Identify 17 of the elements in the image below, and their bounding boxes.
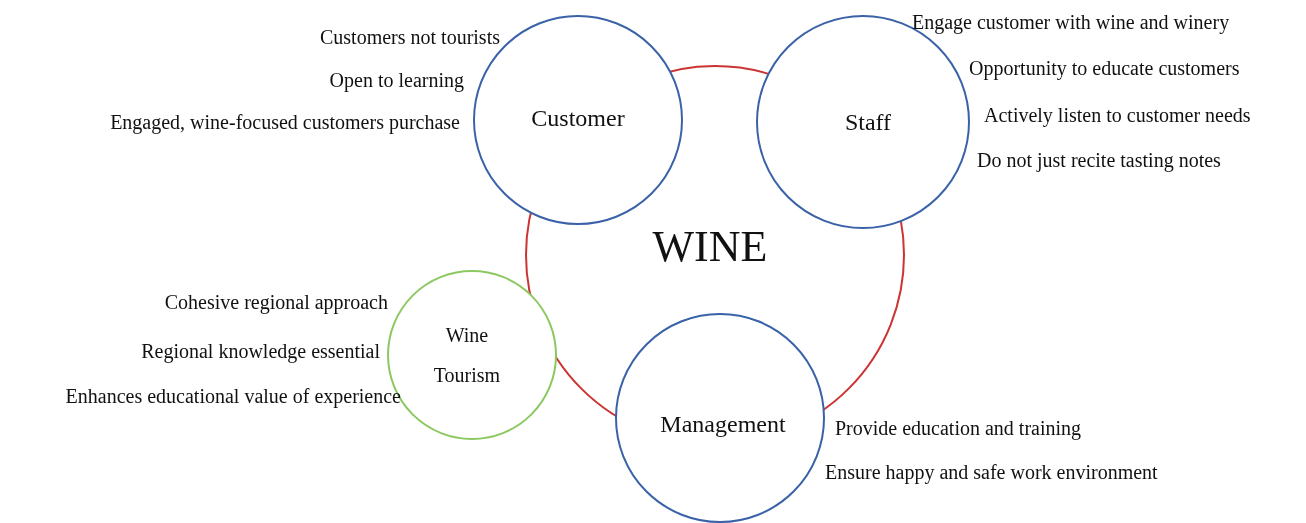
bullet-text: Enhances educational value of experience — [65, 385, 401, 408]
bullet-text: Ensure happy and safe work environment — [825, 461, 1158, 484]
bullet-text: Cohesive regional approach — [164, 291, 388, 314]
bullet-text: Opportunity to educate customers — [969, 57, 1240, 80]
circle-label: WINE — [652, 220, 768, 273]
bullet-text: Open to learning — [329, 69, 464, 92]
bullet-text: Do not just recite tasting notes — [977, 149, 1221, 172]
bullet-text: Regional knowledge essential — [141, 340, 380, 363]
bullet-text: Engaged, wine-focused customers purchase — [110, 111, 460, 134]
circle-label: Management — [660, 409, 786, 439]
bullet-text: Actively listen to customer needs — [984, 104, 1251, 127]
bullet-text: Engage customer with wine and winery — [912, 11, 1230, 34]
circle-label: Staff — [844, 107, 892, 137]
bullet-text: Customers not tourists — [320, 26, 500, 49]
circle-label: Wine Tourism — [432, 323, 502, 388]
bullet-text: Provide education and training — [835, 417, 1082, 440]
circle-label: Customer — [531, 103, 625, 133]
